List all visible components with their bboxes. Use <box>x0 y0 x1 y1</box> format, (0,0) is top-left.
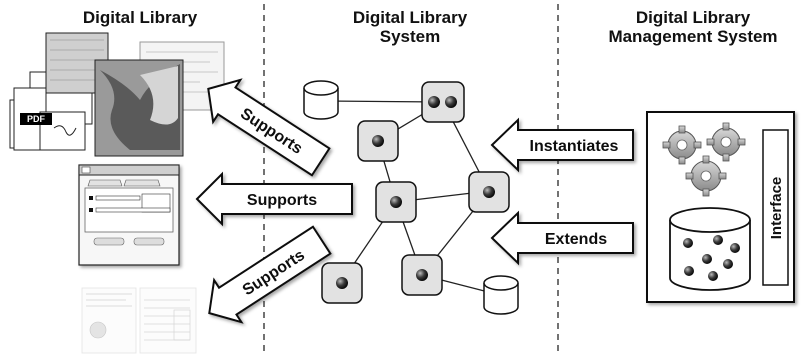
gear-icon <box>706 122 746 162</box>
dl-system-title-line1: Digital Library <box>352 8 468 27</box>
service-node-center <box>375 181 417 223</box>
form-window-thumbnail <box>78 164 180 266</box>
dashboard-thumbnail <box>81 287 197 354</box>
service-node-bottom-left <box>321 262 363 304</box>
extends-label: Extends <box>545 231 607 248</box>
dlms-title-line1: Digital Library <box>635 8 751 27</box>
gear-icon <box>662 125 702 165</box>
interface-label: Interface <box>768 177 785 240</box>
dl-system-title-line2: System <box>379 27 441 46</box>
digital-library-title: Digital Library <box>82 8 198 27</box>
supports-arrow-middle: Supports <box>195 171 353 227</box>
supports-arrow-bottom: Supports <box>208 225 332 324</box>
repository-cylinder-top <box>303 80 339 120</box>
service-node-top <box>421 81 465 123</box>
repository-cylinder-bottom <box>483 275 519 315</box>
gear-icon <box>685 155 727 197</box>
service-node-right <box>468 171 510 213</box>
dlms-title: Digital Library Management System <box>585 8 801 46</box>
interface-panel: Interface <box>762 129 789 286</box>
database-cylinder-icon <box>669 207 751 291</box>
dlms-box: Interface <box>646 111 795 303</box>
instantiates-arrow: Instantiates <box>490 117 634 173</box>
dl-system-title: Digital Library System <box>320 8 500 46</box>
instantiates-label: Instantiates <box>530 138 619 155</box>
pdf-label: PDF <box>27 114 46 124</box>
service-node-bottom-center <box>401 254 443 296</box>
dlms-title-line2: Management System <box>608 27 778 46</box>
document-stack-thumbnail: PDF <box>9 32 225 157</box>
supports-middle-label: Supports <box>247 192 317 209</box>
service-node-upper-left <box>357 120 399 162</box>
extends-arrow: Extends <box>490 210 634 266</box>
